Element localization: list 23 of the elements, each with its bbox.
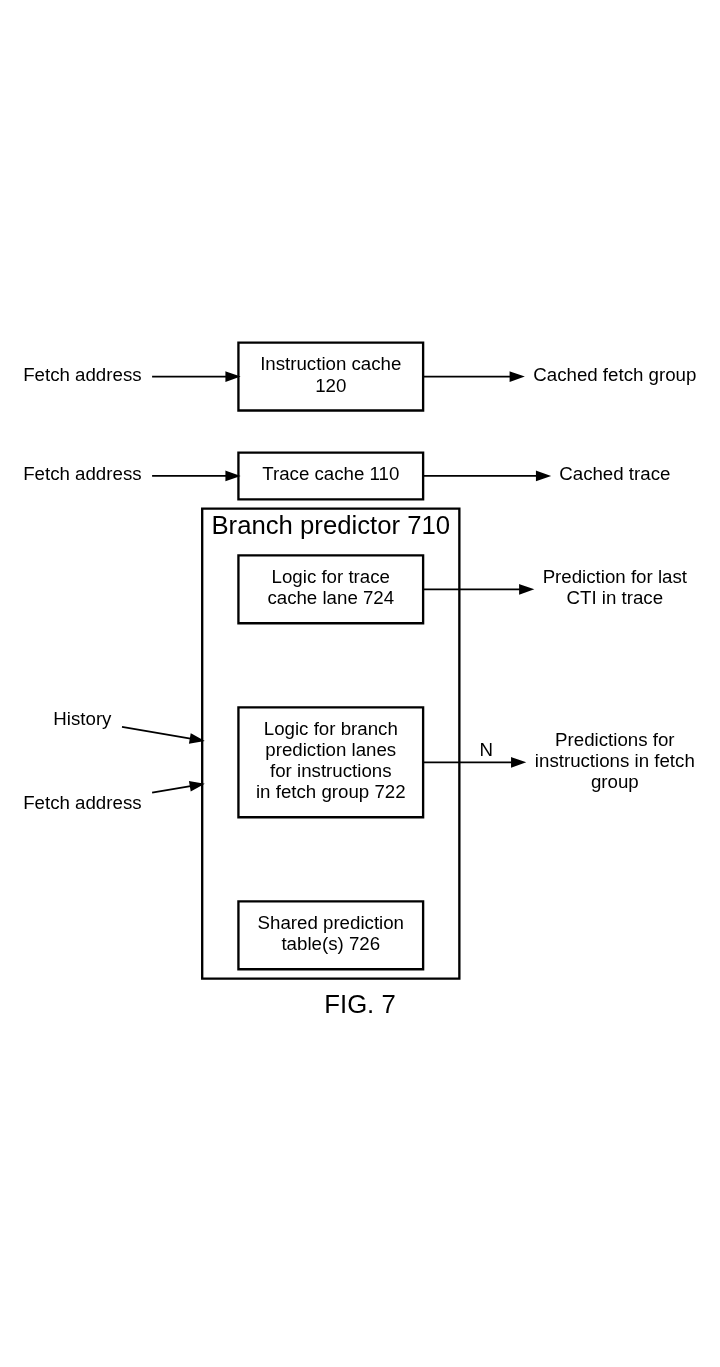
arrow	[121, 725, 205, 744]
arrow	[422, 583, 535, 595]
node-box: Trace cache 110	[237, 450, 425, 500]
caption: FIG. 7	[324, 989, 396, 1018]
arrow	[151, 370, 241, 382]
node-box: Logic for branch prediction lanes for instructions in fetch group 722	[237, 705, 425, 818]
node-box: Instruction cache 120	[237, 341, 425, 412]
edge-label: N	[479, 738, 493, 760]
arrow	[422, 756, 527, 768]
node-text: Fetch address	[23, 363, 142, 385]
arrow	[151, 470, 241, 481]
node-text: History	[53, 707, 112, 729]
node-box: Logic for trace cache lane 724	[237, 553, 425, 624]
arrow	[422, 470, 552, 481]
node-text: Cached fetch group	[533, 363, 697, 385]
node-text: Fetch address	[23, 462, 142, 484]
node-text: Cached trace	[559, 462, 671, 484]
node-text: Predictions for instructions in fetch group	[534, 728, 695, 792]
node-box: Shared prediction table(s) 726	[237, 899, 425, 970]
arrow	[151, 780, 205, 794]
arrow	[422, 370, 525, 382]
node-text: Fetch address	[23, 791, 142, 813]
node-text: Prediction for last CTI in trace	[542, 565, 688, 608]
